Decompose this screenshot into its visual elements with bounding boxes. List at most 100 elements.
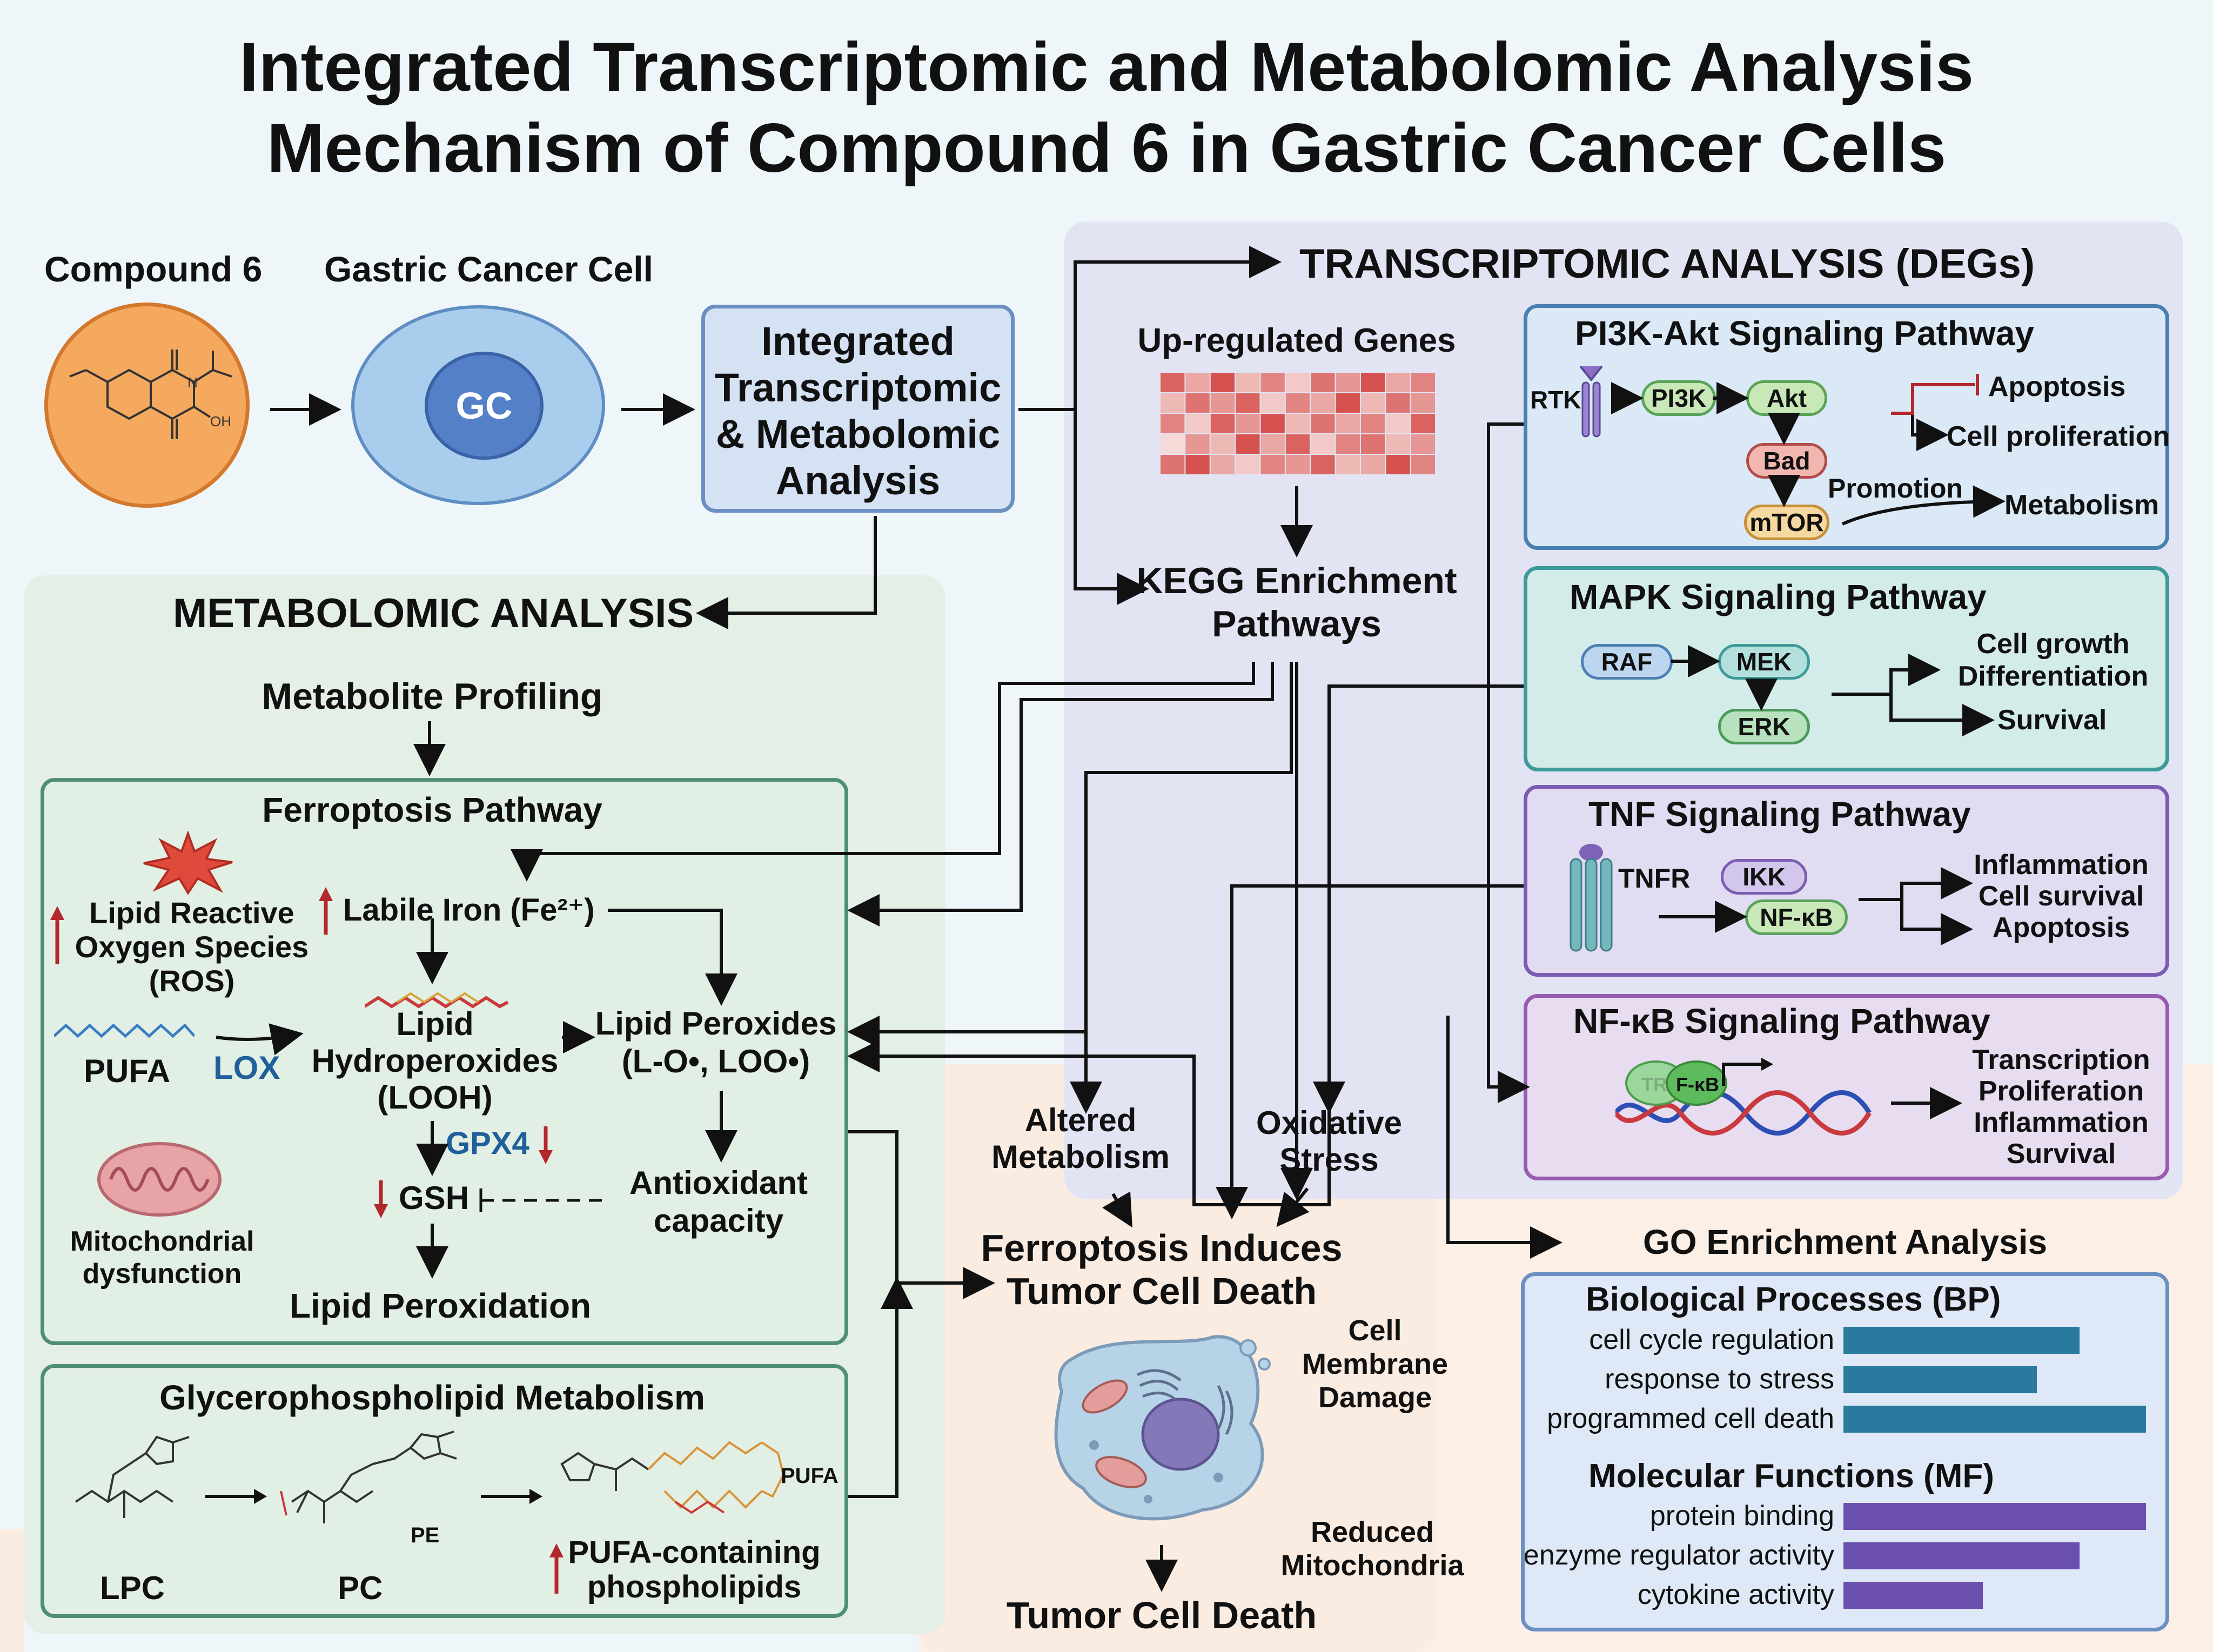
heatmap-cell xyxy=(1411,414,1435,433)
ferroptosis-death-line-2: Tumor Cell Death xyxy=(1006,1270,1317,1312)
glycero-molecules-icon: PUFA PE xyxy=(75,1431,839,1547)
growth-outcome: Cell growth Differentiation xyxy=(1945,628,2161,693)
heatmap-cell xyxy=(1260,373,1285,392)
bp-bar xyxy=(1843,1327,2080,1354)
metabolite-profiling-label: Metabolite Profiling xyxy=(261,676,603,717)
mito-dysfunction-label: Mitochondrial dysfunction xyxy=(54,1225,270,1290)
glycerophospholipid-box xyxy=(41,1364,848,1618)
heatmap-cell xyxy=(1185,455,1210,474)
nfkb-title: NF-κB Signaling Pathway xyxy=(1573,1002,1990,1040)
heatmap-cell xyxy=(1411,373,1435,392)
tnfr-label: TNFR xyxy=(1618,863,1691,894)
raf-node: RAF xyxy=(1581,644,1673,680)
integrated-line-1: Integrated xyxy=(761,319,955,364)
pufa-phospholipids-label: PUFA-containing phospholipids xyxy=(562,1535,827,1604)
pufa-label: PUFA xyxy=(84,1053,171,1089)
looh-line-3: (LOOH) xyxy=(377,1079,493,1116)
differentiation-text: Differentiation xyxy=(1957,661,2149,692)
looh-line-1: Lipid xyxy=(396,1006,474,1042)
heatmap-cell xyxy=(1386,373,1410,392)
membrane-line-3: Damage xyxy=(1318,1381,1432,1414)
gpx4-label: GPX4 xyxy=(446,1126,529,1161)
glycero-pufa-text: PUFA xyxy=(781,1464,839,1488)
metabolism-outcome: Metabolism xyxy=(2004,489,2160,521)
heatmap-cell xyxy=(1285,373,1310,392)
heatmap-cell xyxy=(1161,455,1185,474)
heatmap-cell xyxy=(1161,373,1185,392)
heatmap-cell xyxy=(1386,434,1410,454)
page-title: Integrated Transcriptomic and Metabolomi… xyxy=(0,27,2213,189)
tnf-apoptosis-text: Apoptosis xyxy=(1992,912,2130,943)
heatmap-cell xyxy=(1386,455,1410,474)
heatmap-cell xyxy=(1161,434,1185,454)
transcription-text: Transcription xyxy=(1972,1044,2150,1076)
heatmap-cell xyxy=(1311,434,1335,454)
ferroptosis-death-label: Ferroptosis Induces Tumor Cell Death xyxy=(940,1226,1383,1313)
heatmap-cell xyxy=(1285,455,1310,474)
heatmap-cell xyxy=(1336,434,1360,454)
lipid-peroxidation-label: Lipid Peroxidation xyxy=(289,1286,592,1325)
mito-line-2: dysfunction xyxy=(82,1258,242,1290)
antioxidant-line-2: capacity xyxy=(653,1203,784,1239)
heatmap-cell xyxy=(1285,414,1310,433)
compound-structure-icon: N OH xyxy=(69,350,232,439)
survival-outcome: Survival xyxy=(1997,704,2107,736)
ros-line-2: Oxygen Species xyxy=(75,930,309,964)
heatmap-cell xyxy=(1210,455,1235,474)
heatmap-cell xyxy=(1360,434,1385,454)
looh-line-2: Hydroperoxides xyxy=(311,1043,559,1079)
ros-up-arrow-icon xyxy=(50,905,64,964)
nfkb-inflammation-text: Inflammation xyxy=(1974,1107,2149,1138)
peroxides-line-1: Lipid Peroxides xyxy=(595,1005,837,1042)
heatmap-cell xyxy=(1360,455,1385,474)
integrated-line-3: & Metabolomic xyxy=(715,412,1001,456)
dna-helix-icon: TR F-κB xyxy=(1615,1058,1872,1136)
pi3k-title: PI3K-Akt Signaling Pathway xyxy=(1575,314,2034,353)
heatmap-cell xyxy=(1236,434,1260,454)
inflammation-text: Inflammation xyxy=(1974,849,2149,881)
reduced-mito-line-2: Mitochondria xyxy=(1280,1549,1464,1582)
antioxidant-line-1: Antioxidant xyxy=(629,1165,808,1201)
tnfr-receptor-icon xyxy=(1570,844,1613,952)
cell-survival-text: Cell survival xyxy=(1978,881,2144,912)
gpx4-down-arrow-icon xyxy=(538,1126,554,1167)
reduced-mito-line-1: Reduced xyxy=(1310,1516,1434,1548)
heatmap-cell xyxy=(1260,434,1285,454)
tnf-title: TNF Signaling Pathway xyxy=(1588,795,1971,834)
heatmap-cell xyxy=(1185,414,1210,433)
integrated-analysis-box: Integrated Transcriptomic & Metabolomic … xyxy=(701,305,1015,513)
heatmap-cell xyxy=(1260,414,1285,433)
membrane-damage-label: Cell Membrane Damage xyxy=(1286,1314,1464,1414)
mf-bar-label: cytokine activity xyxy=(1637,1579,1834,1610)
heatmap-cell xyxy=(1311,373,1335,392)
gsh-down-arrow-icon xyxy=(373,1180,389,1221)
heatmap-cell xyxy=(1285,393,1310,413)
kegg-line-1: KEGG Enrichment xyxy=(1136,560,1457,601)
heatmap-cell xyxy=(1311,414,1335,433)
glycero-title: Glycerophospholipid Metabolism xyxy=(159,1378,705,1417)
membrane-line-2: Membrane xyxy=(1302,1348,1448,1380)
tumor-cell-icon xyxy=(1054,1335,1271,1521)
pi3k-akt-box xyxy=(1524,304,2169,550)
ros-line-3: (ROS) xyxy=(149,964,235,998)
heatmap-cell xyxy=(1311,455,1335,474)
bp-bar xyxy=(1843,1406,2146,1433)
integrated-line-4: Analysis xyxy=(775,458,941,503)
proliferation-text: Proliferation xyxy=(1978,1076,2144,1107)
pufa-pl-line-1: PUFA-containing xyxy=(568,1535,821,1570)
heatmap-cell xyxy=(1336,455,1360,474)
heatmap-cell xyxy=(1360,414,1385,433)
antioxidant-label: Antioxidant capacity xyxy=(611,1164,827,1240)
membrane-line-1: Cell xyxy=(1348,1314,1402,1347)
tr-subunit-text: TR xyxy=(1641,1073,1667,1096)
pc-label: PC xyxy=(338,1570,383,1606)
compound-6-molecule: N OH xyxy=(44,303,250,508)
tnf-outcomes: Inflammation Cell survival Apoptosis xyxy=(1967,849,2156,943)
upregulated-genes-label: Up-regulated Genes xyxy=(1137,322,1456,359)
heatmap-cell xyxy=(1386,393,1410,413)
erk-node: ERK xyxy=(1718,709,1810,744)
bp-bar xyxy=(1843,1366,2037,1393)
heatmap-cell xyxy=(1236,455,1260,474)
heatmap-cell xyxy=(1360,373,1385,392)
